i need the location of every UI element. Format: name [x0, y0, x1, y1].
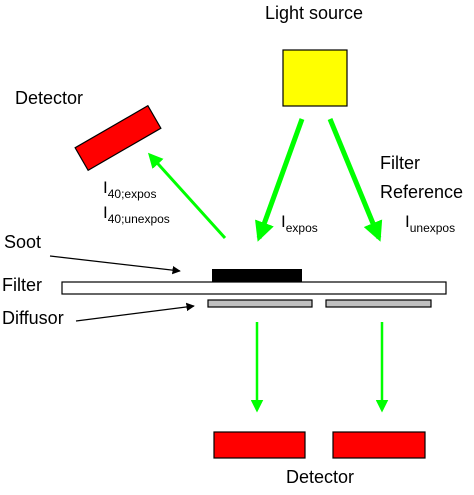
soot-label: Soot [4, 232, 41, 252]
filter-strip [61, 281, 447, 295]
diffusor-left [207, 299, 313, 308]
soot-deposit [212, 269, 302, 282]
svg-text:I40;expos: I40;expos [103, 178, 156, 201]
i-unexpos-symbol: Iunexpos [405, 212, 455, 235]
filter-reference-label-line2: Reference [380, 182, 463, 202]
diffusor-label: Diffusor [2, 308, 64, 328]
detector-bottom-right [332, 431, 426, 459]
backscatter-arrow [147, 152, 227, 240]
beam-to-sample-arrow [255, 118, 305, 242]
beam-to-reference-arrow [327, 118, 383, 242]
filter-label: Filter [2, 275, 42, 295]
svg-text:Iunexpos: Iunexpos [405, 212, 455, 235]
i40-unexpos-symbol: I40;unexpos [103, 203, 170, 226]
detector-top [74, 104, 162, 172]
svg-text:Iexpos: Iexpos [281, 212, 318, 235]
detector-bottom-left [213, 431, 306, 459]
light-source-box [282, 49, 348, 107]
filter-reference-label-line1: Filter [380, 153, 420, 173]
soot-pointer [49, 255, 181, 275]
diffusor-pointer [75, 302, 195, 322]
diffusor-right [325, 299, 432, 308]
i-expos-symbol: Iexpos [281, 212, 318, 235]
detector-top-label: Detector [15, 88, 83, 108]
svg-text:I40;unexpos: I40;unexpos [103, 203, 170, 226]
detector-bottom-label: Detector [286, 467, 354, 487]
light-source-label: Light source [265, 3, 363, 23]
i40-expos-symbol: I40;expos [103, 178, 156, 201]
